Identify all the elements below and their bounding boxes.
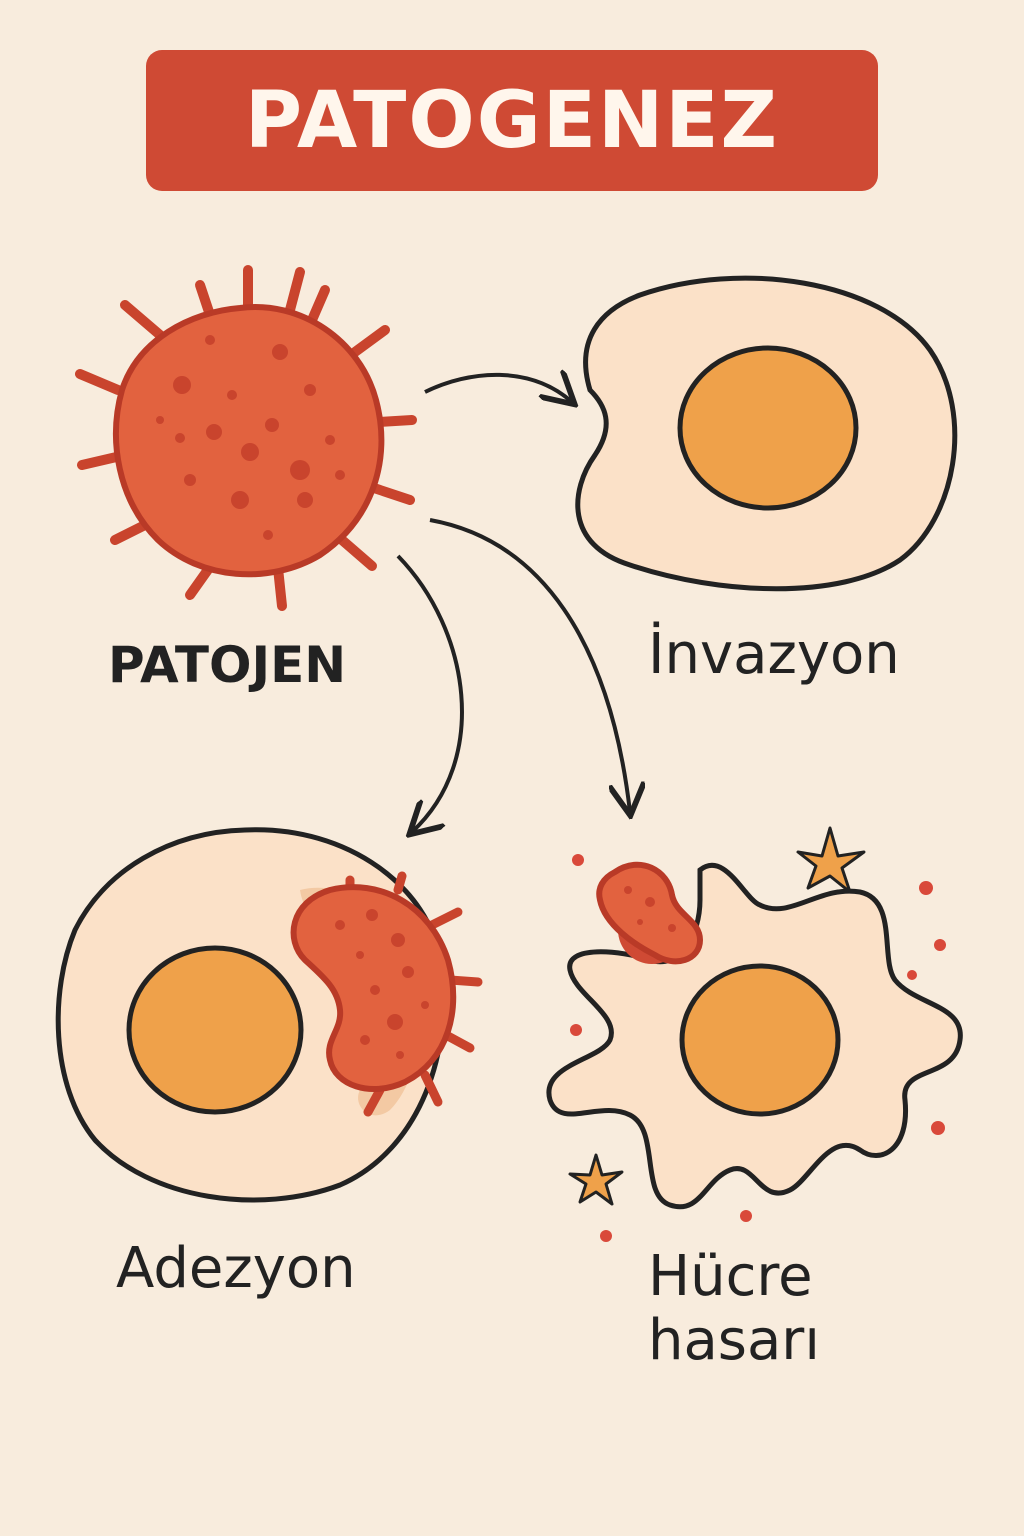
adhesion-cell-nucleus [126, 945, 304, 1115]
invasion-label: İnvazyon [648, 622, 900, 687]
arrow-to-adhesion [396, 554, 464, 832]
damaged-cell-nucleus [679, 963, 841, 1117]
damage-star-icon [796, 826, 866, 894]
arrow-to-cell-damage [429, 518, 630, 812]
damage-star-icon [568, 1153, 624, 1206]
damage-pathogen [596, 861, 704, 965]
adhesion-label: Adezyon [116, 1236, 356, 1301]
title-banner: PATOGENEZ [146, 50, 878, 191]
damaged-cell [546, 826, 963, 1242]
adhesion-cell [55, 827, 483, 1203]
pathogen-label: PATOJEN [108, 636, 347, 694]
page-title: PATOGENEZ [244, 75, 780, 166]
invasion-cell-nucleus [677, 345, 859, 511]
pathogen-cell [75, 265, 417, 611]
invasion-cell [575, 275, 958, 592]
arrow-to-invasion [424, 375, 572, 402]
pathogen-body [113, 304, 385, 578]
damage-debris-dots [570, 854, 946, 1242]
cell-damage-label: Hücre hasarı [648, 1244, 820, 1374]
pathogen-spots [156, 335, 345, 540]
pathogen-spikes [75, 265, 417, 611]
adhesion-pathogen [290, 871, 483, 1117]
